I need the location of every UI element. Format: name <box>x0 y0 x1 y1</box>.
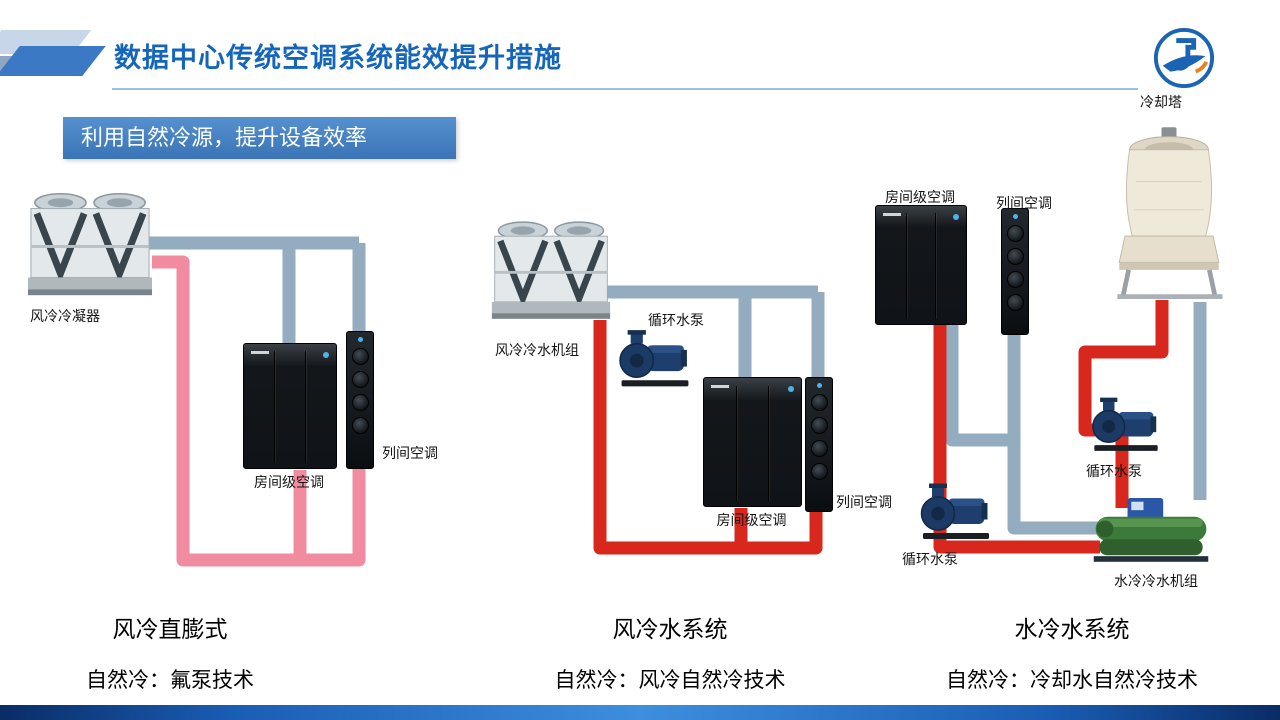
status-led <box>1012 214 1018 219</box>
cabinet-divider <box>274 351 276 464</box>
label-room-ac: 房间级空调 <box>254 474 324 490</box>
pipe-hot-system2 <box>593 320 823 555</box>
system1-subtitle: 自然冷：氟泵技术 <box>86 669 254 692</box>
pipe-hot-system3-return <box>933 325 1100 554</box>
caption-system3: 水冷水系统 自然冷：冷却水自然冷技术 <box>870 610 1274 694</box>
company-logo-icon <box>1153 27 1215 89</box>
circulation-pump-graphic <box>617 328 693 390</box>
status-led <box>953 214 959 220</box>
label-row-ac: 列间空调 <box>382 445 438 461</box>
status-led <box>357 337 363 342</box>
label-room-ac: 房间级空调 <box>716 512 787 528</box>
row-ac-cabinet <box>346 331 374 469</box>
pipe-hot-system1 <box>152 255 366 567</box>
fan-icon <box>351 348 369 365</box>
label-pump: 循环水泵 <box>648 312 704 328</box>
air-cooled-condenser-graphic <box>26 188 154 300</box>
room-ac-cabinet <box>243 343 337 469</box>
brand-mark <box>251 351 269 354</box>
pipe-cold-system3 <box>945 302 1207 535</box>
row-ac-cabinet <box>805 377 833 512</box>
system1-name: 风冷直膨式 <box>112 616 228 642</box>
brand-mark <box>711 385 729 388</box>
label-row-ac: 列间空调 <box>836 494 892 510</box>
label-room-ac: 房间级空调 <box>885 189 955 205</box>
footer-bar <box>0 705 1280 720</box>
label-water-chiller: 水冷冷水机组 <box>1114 573 1198 589</box>
brand-mark <box>883 213 901 216</box>
pipe-cold-system1 <box>148 236 366 350</box>
room-ac-cabinet <box>875 205 967 325</box>
cabinet-divider <box>905 213 907 320</box>
air-cooled-chiller-graphic <box>490 216 612 324</box>
fan-icon <box>351 417 369 434</box>
caption-system1: 风冷直膨式 自然冷：氟泵技术 <box>20 610 320 694</box>
status-led <box>788 386 794 392</box>
system2-subtitle: 自然冷：风冷自然冷技术 <box>554 669 786 692</box>
caption-system2: 风冷水系统 自然冷：风冷自然冷技术 <box>480 610 860 694</box>
room-ac-cabinet <box>703 377 802 507</box>
fan-icon <box>810 394 828 411</box>
fan-icon <box>1006 248 1024 265</box>
fan-icon <box>351 394 369 411</box>
cabinet-divider <box>304 351 306 464</box>
fan-icon <box>1006 294 1024 311</box>
label-chiller: 风冷冷水机组 <box>495 342 579 358</box>
system2-name: 风冷水系统 <box>612 616 728 642</box>
fan-icon <box>810 463 828 480</box>
cabinet-divider <box>935 213 937 320</box>
system3-subtitle: 自然冷：冷却水自然冷技术 <box>946 669 1198 692</box>
cooling-tower-graphic <box>1108 122 1230 307</box>
fan-icon <box>1006 271 1024 288</box>
fan-icon <box>810 440 828 457</box>
circulation-pump-graphic <box>1090 396 1162 454</box>
status-led <box>323 352 329 358</box>
section-badge: 利用自然冷源，提升设备效率 <box>63 117 456 159</box>
pipe-hot-system3-tower <box>1078 300 1169 508</box>
cabinet-divider <box>736 385 737 501</box>
label-condenser: 风冷冷凝器 <box>30 308 100 324</box>
fan-icon <box>351 371 369 388</box>
title-underline <box>112 88 1138 90</box>
cabinet-divider <box>768 385 770 501</box>
row-ac-cabinet <box>1001 208 1029 335</box>
circulation-pump-graphic <box>918 482 994 542</box>
water-cooled-chiller-graphic <box>1090 490 1212 566</box>
label-pump-cooling: 循环水泵 <box>1086 463 1142 479</box>
pipe-cold-system2 <box>605 285 825 385</box>
system3-name: 水冷水系统 <box>1014 616 1130 642</box>
fan-icon <box>810 417 828 434</box>
label-cooling-tower: 冷却塔 <box>1140 94 1182 110</box>
label-row-ac: 列间空调 <box>996 195 1052 211</box>
label-pump-chilled: 循环水泵 <box>902 551 958 567</box>
status-led <box>816 383 822 388</box>
page-title: 数据中心传统空调系统能效提升措施 <box>114 43 562 73</box>
fan-icon <box>1006 225 1024 242</box>
